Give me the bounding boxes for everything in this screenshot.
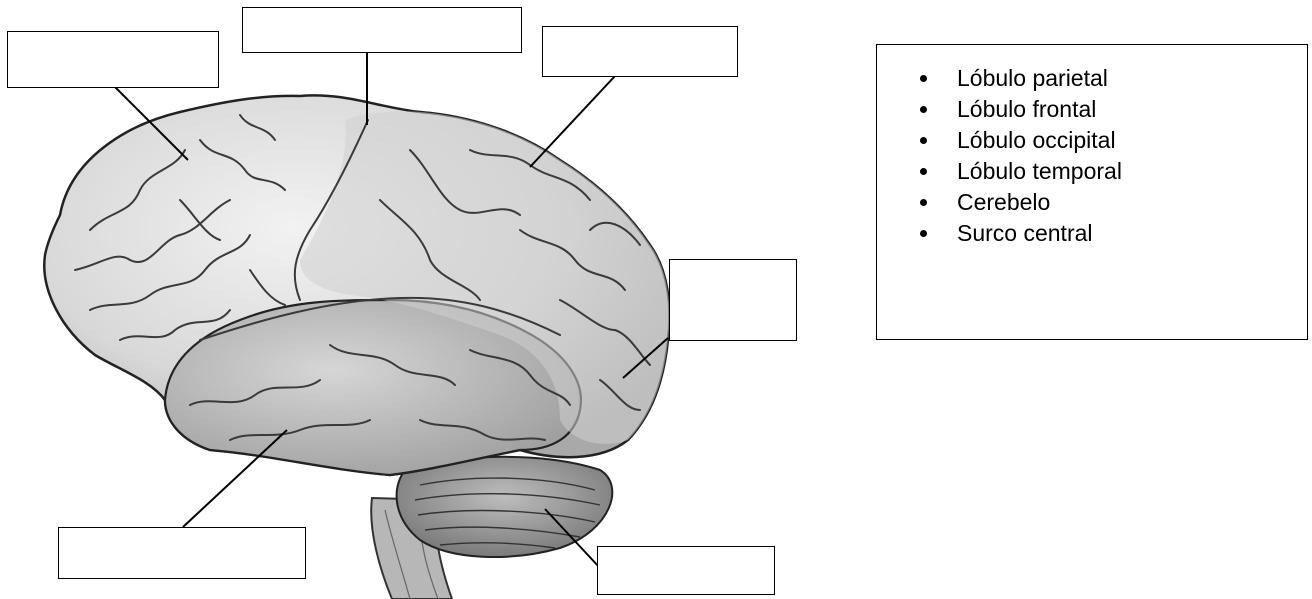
answer-box-temporal[interactable] — [58, 527, 306, 579]
gyri-lines — [74, 114, 651, 441]
word-bank-item: Lóbulo parietal — [920, 63, 1122, 94]
bullet-icon — [920, 137, 927, 144]
word-bank-item: Lóbulo frontal — [920, 94, 1122, 125]
bullet-icon — [920, 230, 927, 237]
answer-box-parietal[interactable] — [542, 26, 738, 77]
answer-box-cerebellum[interactable] — [597, 546, 775, 595]
leader-lines — [114, 53, 669, 569]
bullet-icon — [920, 106, 927, 113]
bullet-icon — [920, 168, 927, 175]
bullet-icon — [920, 75, 927, 82]
answer-box-occipital[interactable] — [669, 259, 797, 341]
answer-box-central-sulcus[interactable] — [242, 7, 522, 53]
word-bank-item: Cerebelo — [920, 187, 1122, 218]
bullet-icon — [920, 199, 927, 206]
word-bank-item: Lóbulo occipital — [920, 125, 1122, 156]
answer-box-frontal[interactable] — [7, 31, 219, 88]
brain-diagram — [43, 53, 671, 599]
word-bank-item: Lóbulo temporal — [920, 156, 1122, 187]
word-bank: Lóbulo parietal Lóbulo frontal Lóbulo oc… — [876, 44, 1308, 340]
word-bank-list: Lóbulo parietal Lóbulo frontal Lóbulo oc… — [920, 63, 1122, 249]
word-bank-item: Surco central — [920, 218, 1122, 249]
cerebellum — [395, 455, 614, 558]
parietal-region — [300, 111, 670, 444]
